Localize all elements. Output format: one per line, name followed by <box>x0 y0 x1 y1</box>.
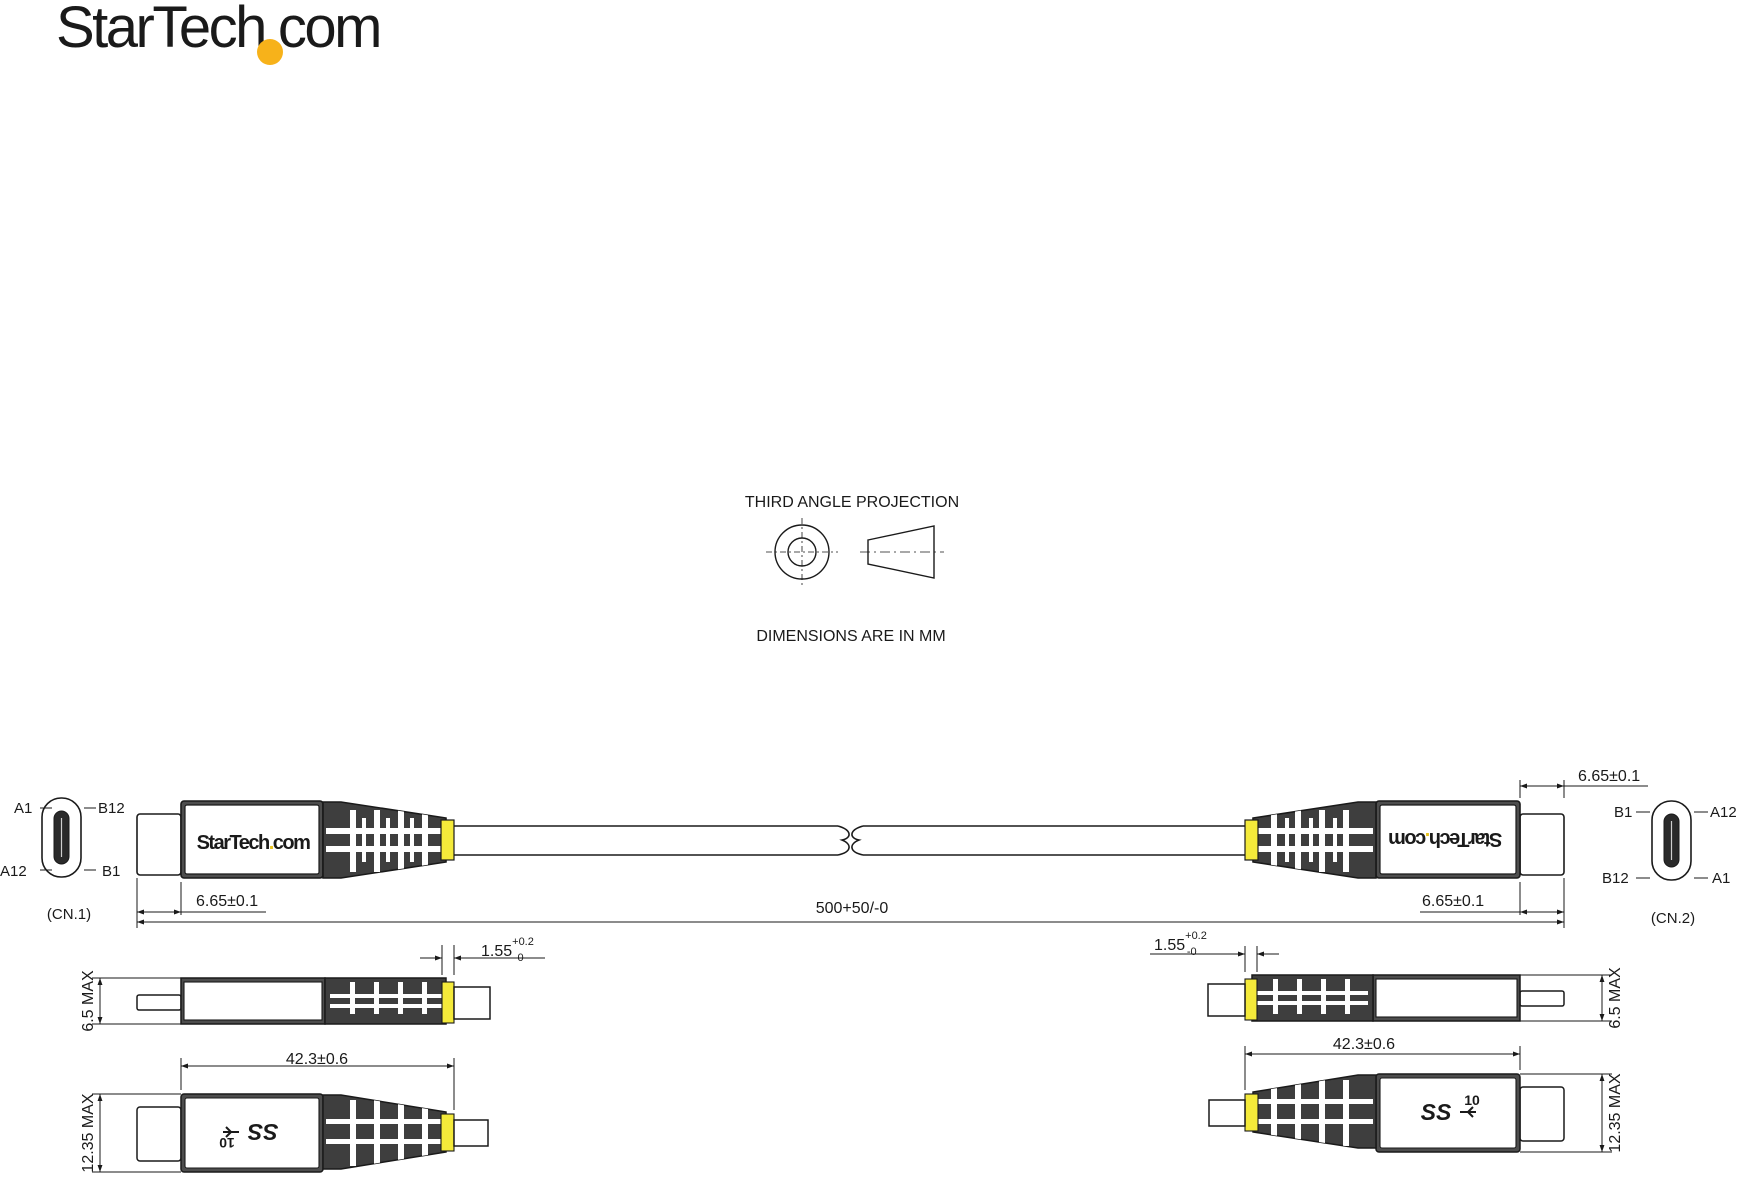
cn2-plug <box>1519 813 1565 876</box>
projection-frustum <box>867 525 935 579</box>
units-note: DIMENSIONS ARE IN MM <box>756 628 945 645</box>
cn2-label-a12: A12 <box>1710 804 1737 821</box>
cn2-housing-face <box>1379 804 1517 875</box>
cn2-label-a1: A1 <box>1712 870 1730 887</box>
cn1-label-a12: A12 <box>0 863 27 880</box>
cn1-label-b12: B12 <box>98 800 125 817</box>
cn1-usb-logo: SS 10 <box>219 1119 278 1151</box>
cn1-width-cable-stub <box>453 1119 489 1147</box>
cn2-label-b1: B1 <box>1614 804 1632 821</box>
cable-right-segment <box>851 825 1245 856</box>
cn2-side-ring <box>1244 978 1258 1021</box>
cn1-width-housing-face <box>184 1097 320 1169</box>
cn1-label-b1: B1 <box>102 863 120 880</box>
cn2-side-cable-stub <box>1207 983 1246 1017</box>
cn2-face-outline <box>1651 800 1692 881</box>
cn1-side-plug <box>136 994 182 1011</box>
cn2-width-cable-stub <box>1208 1099 1246 1127</box>
cn2-usb-trident-icon <box>1460 1106 1476 1118</box>
cn1-side-ring <box>441 981 455 1024</box>
cn1-brand-text: StarTech.com <box>197 832 311 854</box>
cn2-width-dimensions <box>1244 1046 1612 1153</box>
dim-plug-length-cn1: 6.65±0.1 <box>196 893 258 910</box>
cn2-side-dimensions <box>1150 946 1612 1022</box>
cn1-end-view <box>40 797 96 878</box>
cn1-housing-face <box>184 804 320 875</box>
cn2-ss-mark: SS <box>1421 1099 1452 1125</box>
cn2-label-b12: B12 <box>1602 870 1629 887</box>
cn1-gen-mark: 10 <box>219 1135 235 1151</box>
cn2-side-housing-face <box>1375 978 1518 1018</box>
cn2-side-relief <box>1251 974 1374 1022</box>
projection-title: THIRD ANGLE PROJECTION <box>745 494 959 511</box>
cn1-plug <box>136 813 182 876</box>
cn1-dim-thickness: 6.5 MAX <box>80 970 97 1032</box>
cn1-label-a1: A1 <box>14 800 32 817</box>
cable-left-segment <box>454 825 850 856</box>
cn1-usb-trident-icon <box>223 1126 239 1138</box>
cn1-ring <box>440 819 455 861</box>
dim-plug-length-top: 6.65±0.1 <box>1578 768 1640 785</box>
cn1-side-relief <box>324 977 447 1025</box>
logo-dot-icon <box>256 39 283 65</box>
cn1-dim-width: 12.35 MAX <box>80 1093 97 1172</box>
cn2-usb-logo: SS 10 <box>1421 1092 1480 1125</box>
cn2-dim-shoulder: 1.55+0.2-0 <box>1154 930 1207 958</box>
cn2-width-plug <box>1519 1086 1565 1142</box>
cn1-ss-mark: SS <box>247 1119 278 1145</box>
dim-plug-length-cn2: 6.65±0.1 <box>1422 893 1484 910</box>
cn1-width-view <box>136 1093 489 1173</box>
cn1-dim-overmold: 42.3±0.6 <box>286 1051 348 1068</box>
cn1-side-housing-face <box>183 981 323 1021</box>
cn2-caption: (CN.2) <box>1651 910 1695 927</box>
startech-logo: StarTech.com <box>56 0 382 65</box>
cn2-width-housing-face <box>1379 1077 1517 1149</box>
cn2-dim-overmold: 42.3±0.6 <box>1333 1036 1395 1053</box>
cn2-side-view <box>1207 974 1565 1022</box>
dim-overall-length: 500+50/-0 <box>816 900 889 917</box>
cn2-dim-thickness: 6.5 MAX <box>1607 967 1624 1029</box>
cn1-caption: (CN.1) <box>47 906 91 923</box>
cn2-side-plug <box>1519 990 1565 1007</box>
cn1-side-cable-stub <box>453 986 491 1020</box>
cn1-connector-top-view: StarTech.com <box>136 800 455 879</box>
cn1-width-plug <box>136 1106 182 1162</box>
cn2-width-ring <box>1244 1093 1259 1132</box>
cn2-ring <box>1244 819 1259 861</box>
cn2-dim-width: 12.35 MAX <box>1607 1073 1624 1152</box>
cn2-gen-mark: 10 <box>1464 1092 1480 1108</box>
cn2-brand-text: StarTech.com <box>1389 828 1503 850</box>
cn1-side-view <box>136 977 491 1025</box>
third-angle-projection-symbol: THIRD ANGLE PROJECTION DIMENSIONS ARE IN… <box>745 494 959 645</box>
cn2-width-view <box>1208 1073 1565 1153</box>
cn1-width-ring <box>440 1113 455 1152</box>
dimension-lines-top <box>136 780 1648 928</box>
cn1-side-dimensions <box>92 945 545 1025</box>
cn1-width-dimensions <box>92 1058 455 1173</box>
cn2-connector-top-view: StarTech.com <box>1244 800 1565 879</box>
cn1-face-outline <box>41 797 82 878</box>
cn1-dim-shoulder: 1.55+0.2-0 <box>481 936 534 964</box>
cn2-end-view <box>1636 800 1708 881</box>
